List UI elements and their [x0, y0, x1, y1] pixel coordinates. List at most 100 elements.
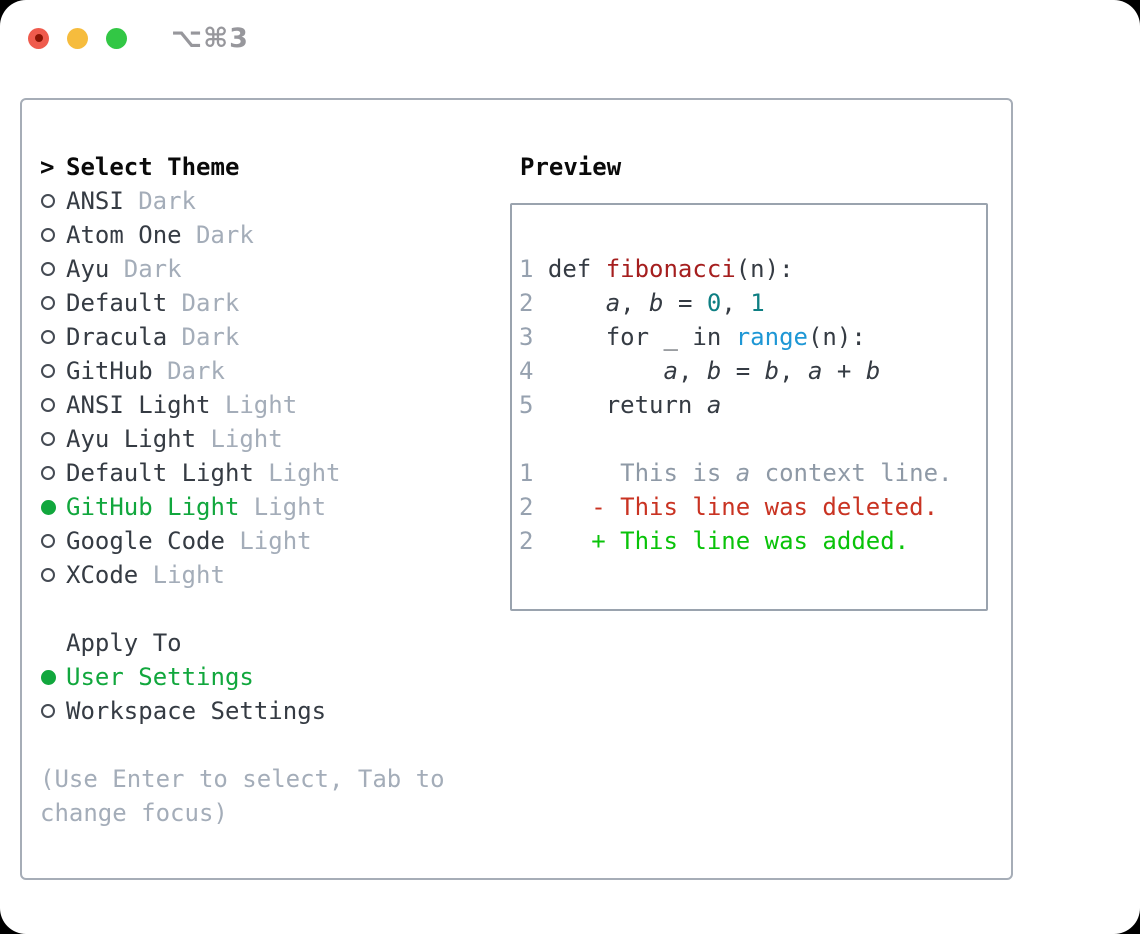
theme-option-github-light-label: GitHub Light	[66, 493, 240, 521]
theme-option-ayu[interactable]: Ayu Dark	[40, 252, 480, 286]
code-segment: fibonacci	[605, 255, 736, 283]
code-segment: + This line was added.	[547, 527, 910, 555]
code-line	[519, 422, 982, 456]
code-segment: This is	[547, 459, 736, 487]
code-segment: ,	[721, 289, 751, 317]
theme-option-github-label: GitHub	[66, 357, 153, 385]
code-segment: for _ in	[547, 323, 736, 351]
theme-variant-label: Light	[239, 527, 312, 555]
theme-option-ansi-light-label: ANSI Light	[66, 391, 211, 419]
radio-unselected-icon	[40, 704, 66, 718]
hint-text: (Use Enter to select, Tab to change focu…	[40, 765, 445, 827]
code-segment: b	[865, 357, 881, 385]
radio-unselected-icon	[40, 466, 66, 480]
theme-option-default[interactable]: Default Dark	[40, 286, 480, 320]
radio-unselected-icon	[40, 296, 66, 310]
code-segment: =	[721, 357, 765, 385]
theme-option-ayu-light-label: Ayu Light	[66, 425, 197, 453]
line-number: 1	[519, 459, 534, 487]
titlebar: ⌥⌘3	[28, 23, 249, 54]
code-segment: 0	[706, 289, 722, 317]
spacer	[40, 592, 480, 626]
radio-unselected-icon	[40, 262, 66, 276]
theme-option-ansi-label: ANSI	[66, 187, 124, 215]
code-segment: a	[663, 357, 678, 385]
theme-option-ansi[interactable]: ANSI Dark	[40, 184, 480, 218]
theme-option-default-label: Default	[66, 289, 168, 317]
apply-option-workspace-settings-label: Workspace Settings	[66, 697, 327, 725]
theme-variant-label: Dark	[123, 255, 182, 283]
code-preview: 1 def fibonacci (n): 2 a, b = 0, 1 3 for _ i…	[519, 252, 982, 558]
radio-unselected-icon	[40, 568, 66, 582]
line-number: 2	[519, 493, 534, 521]
code-segment: (n):	[807, 323, 866, 351]
line-number: 1	[519, 255, 534, 283]
code-line: 5 return a	[519, 388, 982, 422]
theme-option-xcode-label: XCode	[66, 561, 139, 589]
radio-unselected-icon	[40, 330, 66, 344]
preview-box: 1 def fibonacci (n): 2 a, b = 0, 1 3 for _ i…	[510, 203, 988, 611]
code-segment: b	[764, 357, 780, 385]
preview-section: Preview 1 def fibonacci (n): 2 a, b = 0, 1 3…	[500, 150, 988, 611]
theme-variant-label: Light	[152, 561, 225, 589]
radio-unselected-icon	[40, 194, 66, 208]
code-line: 3 for _ in range(n):	[519, 320, 982, 354]
minimize-button-icon[interactable]	[67, 27, 88, 49]
close-button-icon[interactable]	[28, 27, 49, 49]
radio-unselected-icon	[40, 228, 66, 242]
code-segment: a	[735, 459, 751, 487]
theme-variant-label: Dark	[138, 187, 196, 215]
radio-selected-icon	[40, 499, 66, 515]
theme-option-github[interactable]: GitHub Dark	[40, 354, 480, 388]
line-number: 2	[519, 527, 534, 555]
theme-option-google-code[interactable]: Google Code Light	[40, 524, 480, 558]
code-segment: b	[649, 289, 664, 317]
code-segment: ,	[677, 357, 707, 385]
theme-variant-label: Light	[268, 459, 341, 487]
code-segment: def	[547, 255, 606, 283]
apply-to-title: Apply To	[66, 629, 182, 657]
theme-variant-label: Dark	[195, 221, 254, 249]
theme-option-google-code-label: Google Code	[66, 527, 225, 555]
code-segment	[548, 289, 606, 317]
code-segment: a	[808, 357, 823, 385]
theme-option-ayu-light[interactable]: Ayu Light Light	[40, 422, 480, 456]
code-segment: a	[706, 391, 722, 419]
apply-option-workspace-settings[interactable]: Workspace Settings	[40, 694, 480, 728]
code-line: 2 + This line was added.	[519, 524, 982, 558]
line-number: 5	[519, 391, 534, 419]
radio-unselected-icon	[40, 534, 66, 548]
code-segment: ,	[779, 357, 809, 385]
apply-option-user-settings[interactable]: User Settings	[40, 660, 480, 694]
caret-icon: >	[40, 153, 55, 181]
code-segment: b	[706, 357, 722, 385]
code-segment: - This line was deleted.	[547, 493, 939, 521]
select-theme-title: Select Theme	[66, 153, 240, 181]
theme-option-xcode[interactable]: XCode Light	[40, 558, 480, 592]
zoom-button-icon[interactable]	[106, 27, 127, 49]
code-segment	[548, 357, 664, 385]
radio-unselected-icon	[40, 432, 66, 446]
line-number: 2	[519, 289, 534, 317]
code-segment: +	[822, 357, 866, 385]
theme-variant-label: Light	[210, 425, 283, 453]
theme-variant-label: Dark	[167, 357, 225, 385]
radio-selected-icon	[40, 669, 66, 685]
window-title: ⌥⌘3	[171, 22, 249, 54]
code-line: 4 a, b = b, a + b	[519, 354, 982, 388]
preview-header: Preview	[520, 153, 622, 181]
theme-variant-label: Dark	[181, 289, 240, 317]
code-segment: range	[735, 323, 808, 351]
theme-option-ayu-label: Ayu	[66, 255, 110, 283]
